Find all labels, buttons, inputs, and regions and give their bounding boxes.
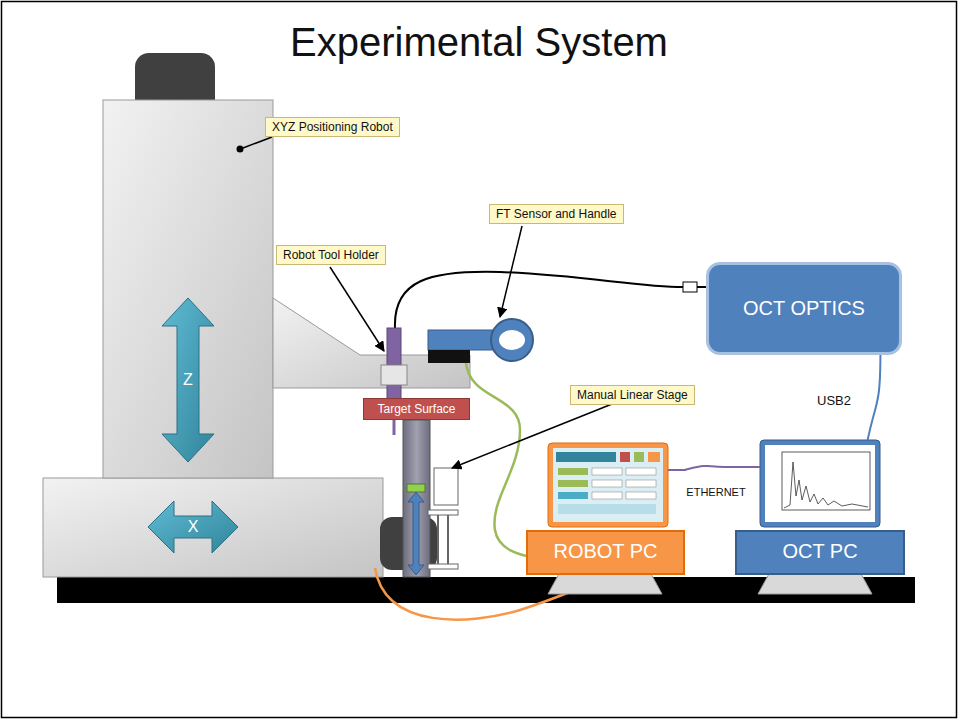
leader-line — [500, 226, 522, 317]
optical-fiber — [683, 282, 697, 292]
callout-label: XYZ Positioning Robot — [265, 117, 400, 137]
ethernet-cable — [668, 467, 760, 470]
linear-stage — [434, 468, 458, 505]
tool-holder — [387, 328, 401, 365]
tool-holder — [381, 365, 407, 385]
optical-fiber — [395, 272, 683, 328]
node-label: Target Surface — [377, 402, 455, 416]
linear-stage — [428, 564, 458, 569]
oct-monitor — [784, 462, 868, 508]
robot-monitor — [592, 468, 622, 475]
axis-arrow — [148, 501, 238, 553]
leader-line — [243, 137, 272, 148]
oct-monitor — [760, 440, 880, 527]
ft-sensor — [428, 350, 470, 363]
robot-monitor — [626, 468, 656, 475]
leader-line — [330, 267, 384, 351]
oct-monitor — [758, 572, 872, 594]
leader-line — [237, 146, 244, 153]
oct-monitor — [782, 452, 870, 510]
linear-stage — [403, 420, 458, 577]
callout-label: Robot Tool Holder — [276, 245, 386, 265]
cable-connector — [868, 355, 881, 440]
oct-monitor — [765, 445, 875, 522]
robot-monitor — [592, 480, 622, 487]
slide-title: Experimental System — [0, 20, 958, 65]
leader-line — [237, 137, 613, 468]
computer: OCT PC — [735, 440, 905, 575]
optics-box: OCT OPTICS — [706, 262, 902, 355]
robot-monitor — [558, 468, 588, 475]
linear-stage — [437, 515, 439, 564]
cable-label: ETHERNET — [684, 486, 747, 498]
ft-sensor — [499, 330, 525, 350]
axis-arrow — [148, 298, 238, 553]
node-label: FT Sensor and Handle — [496, 207, 617, 221]
ft-sensor — [491, 319, 533, 361]
linear-stage — [447, 515, 449, 564]
node-label: OCT OPTICS — [743, 297, 865, 320]
node-label: Manual Linear Stage — [577, 388, 688, 402]
ft-cable — [466, 363, 535, 558]
robot-monitor — [556, 452, 616, 462]
ft-sensor — [428, 330, 500, 350]
ft-sensor — [428, 319, 533, 363]
linear-stage — [403, 420, 430, 577]
node-label: Robot Tool Holder — [283, 248, 379, 262]
computer-base: OCT PC — [735, 530, 905, 575]
robot-monitor — [553, 448, 663, 522]
ft-cable — [466, 363, 535, 558]
robot-monitor — [548, 572, 662, 594]
axis-label: X — [188, 518, 199, 536]
robot-monitor — [548, 443, 668, 527]
robot-monitor — [648, 452, 660, 462]
robot-monitor — [558, 480, 588, 487]
cable-connector — [685, 466, 735, 470]
robot-base — [43, 478, 383, 577]
robot-monitor — [558, 504, 656, 514]
ethernet-cable — [668, 469, 686, 471]
robot-base — [43, 478, 437, 577]
computer-base: ROBOT PC — [526, 530, 685, 575]
optical-fiber — [395, 272, 706, 328]
robot-column — [103, 100, 273, 478]
node-label: OCT PC — [782, 540, 857, 563]
linear-stage — [407, 484, 425, 492]
computer: ROBOT PC — [526, 440, 685, 575]
robot-monitor — [634, 452, 644, 462]
robot-column — [103, 53, 273, 478]
node-label: XYZ Positioning Robot — [272, 120, 393, 134]
robot-monitor — [620, 452, 630, 462]
linear-stage — [428, 510, 458, 515]
target-surface: Target Surface — [363, 398, 470, 420]
linear-stage — [408, 492, 424, 575]
cable-label: USB2 — [815, 393, 853, 408]
ethernet-cable — [734, 466, 760, 468]
robot-monitor — [592, 492, 622, 499]
axis-label: Z — [183, 371, 193, 389]
robot-monitor — [626, 492, 656, 499]
callout-label: FT Sensor and Handle — [489, 204, 624, 224]
axis-arrow — [162, 298, 214, 462]
optical-fiber — [697, 286, 706, 288]
robot-monitor — [558, 492, 588, 499]
robot-monitor — [626, 480, 656, 487]
callout-label: Manual Linear Stage — [570, 385, 695, 405]
node-label: ROBOT PC — [553, 540, 657, 563]
